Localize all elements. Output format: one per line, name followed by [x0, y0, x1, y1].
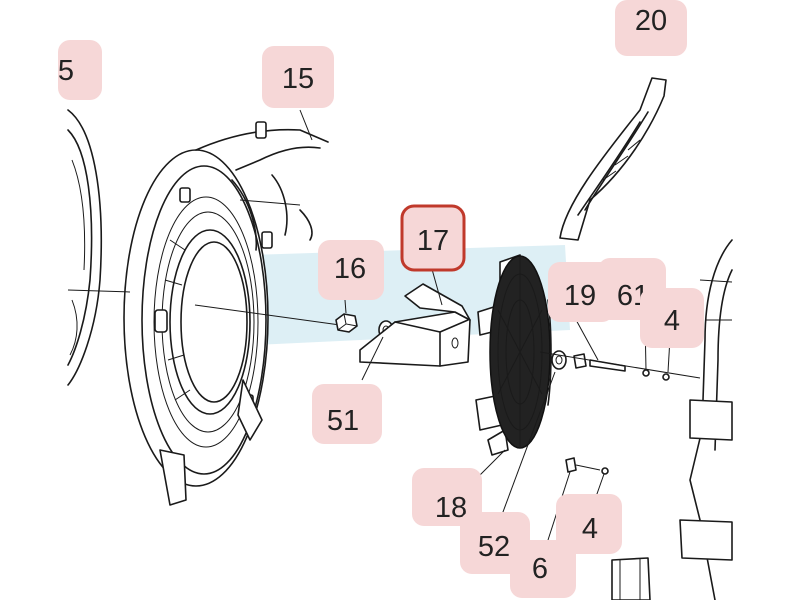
svg-text:52: 52: [478, 531, 510, 563]
svg-text:51: 51: [327, 405, 359, 437]
callout-19[interactable]: 19: [548, 262, 614, 322]
part-18-impeller: [475, 254, 552, 456]
svg-text:19: 19: [564, 280, 596, 312]
callout-20[interactable]: 20: [615, 0, 687, 56]
right-housing: [679, 239, 733, 600]
svg-text:5: 5: [58, 55, 74, 87]
part-6-bolt: [565, 457, 601, 473]
svg-text:17: 17: [417, 225, 449, 257]
part-61-clip: [642, 369, 650, 377]
svg-text:15: 15: [282, 63, 314, 95]
part-4-clip-upper: [662, 373, 670, 381]
callout-4-lower[interactable]: 4: [556, 494, 622, 554]
callout-15[interactable]: 15: [262, 46, 334, 108]
callout-5[interactable]: 5: [58, 40, 102, 100]
callout-4-upper[interactable]: 4: [640, 288, 704, 348]
assembly-axis-line: [67, 289, 341, 326]
part-15-fan-housing: [123, 121, 329, 506]
svg-text:20: 20: [635, 5, 667, 37]
part-17-bracket: [359, 283, 471, 367]
svg-text:16: 16: [334, 253, 366, 285]
svg-text:6: 6: [532, 553, 548, 585]
callout-17-selected[interactable]: 17: [400, 204, 466, 272]
part-16-nut: [335, 313, 358, 333]
part-19-shaft: [539, 351, 701, 379]
part-20-cover-strip: [559, 77, 667, 241]
callout-51[interactable]: 51: [312, 384, 382, 444]
callout-16[interactable]: 16: [318, 240, 384, 300]
svg-text:4: 4: [664, 305, 680, 337]
part-bottom-fitting: [611, 557, 651, 600]
part-5-housing-edge: [67, 109, 103, 386]
svg-text:4: 4: [582, 513, 598, 545]
part-52-washer: [551, 350, 567, 370]
callout-6[interactable]: 6: [510, 540, 576, 598]
part-4-clip-lower: [601, 467, 609, 475]
